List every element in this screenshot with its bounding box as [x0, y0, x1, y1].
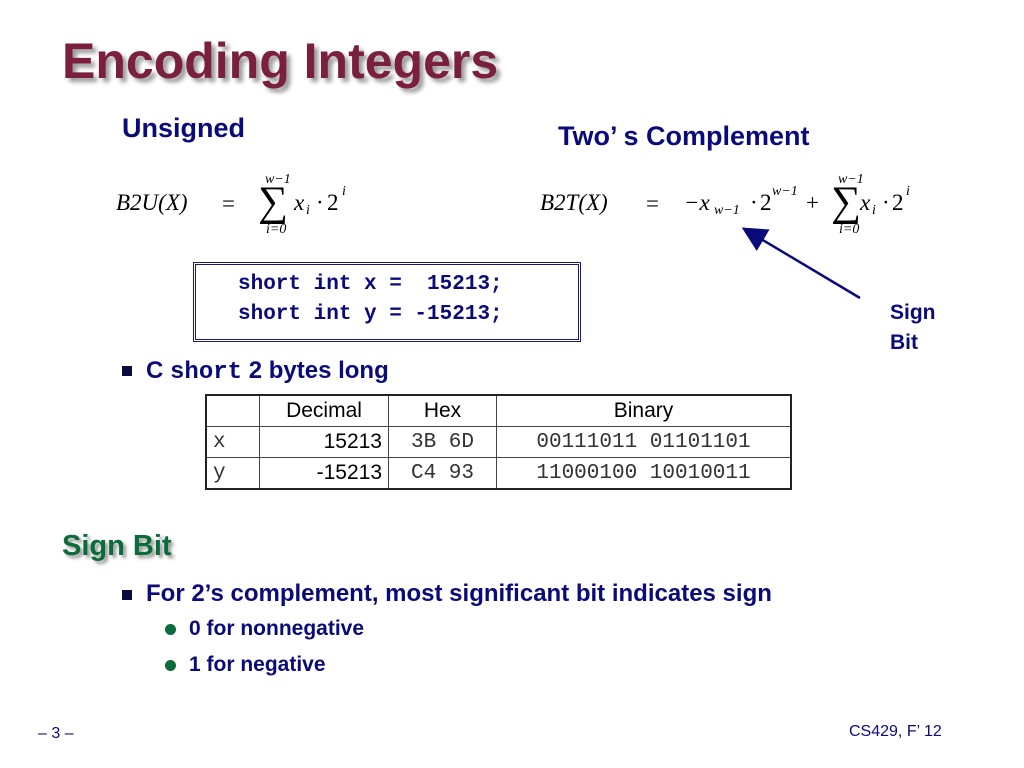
b2u-sum-lower: i=0	[266, 222, 287, 237]
bullet-c-short: C short 2 bytes long	[146, 357, 389, 386]
bullet-square	[122, 366, 132, 376]
table-cell-decimal: -15213	[259, 457, 389, 490]
b2u-sum-sigma: ∑	[258, 179, 288, 225]
table-cell-name: y	[205, 457, 260, 490]
b2u-x: x	[294, 190, 305, 215]
b2u-mult: ·	[316, 190, 324, 215]
b2u-equals: =	[222, 191, 235, 216]
b2t-plus: +	[806, 190, 819, 215]
table-cell-binary: 11000100 10010011	[496, 457, 792, 490]
table-cell-hex: 3B 6D	[388, 426, 497, 458]
table-cell-name: x	[205, 426, 260, 458]
table-header-hex: Hex	[388, 394, 497, 427]
table-row: x 15213 3B 6D 00111011 01101101	[205, 426, 792, 458]
sign-bit-arrow	[741, 227, 861, 300]
b2t-equals: =	[646, 191, 659, 216]
twos-complement-heading: Two’ s Complement	[558, 121, 810, 151]
b2t-lhs: B2T(X)	[540, 190, 608, 215]
code-line-1: short int x = 15213;	[238, 273, 503, 296]
b2t-mult-1: ·	[750, 190, 758, 215]
encoding-table: Decimal Hex Binary x 15213 3B 6D 0011101…	[205, 394, 792, 490]
b2u-two: 2	[327, 190, 339, 215]
page-number: – 3 –	[38, 725, 74, 742]
slide-title: Encoding Integers	[62, 33, 499, 89]
code-box: short int x = 15213; short int y = -1521…	[193, 262, 581, 342]
code-line-2: short int y = -15213;	[238, 303, 503, 326]
b2u-lhs: B2U(X)	[116, 190, 188, 215]
sub-bullet-nonnegative: 0 for nonnegative	[189, 617, 365, 640]
table-header-row: Decimal Hex Binary	[205, 394, 792, 427]
b2t-exp-1: w−1	[772, 184, 798, 199]
b2t-two-2: 2	[892, 190, 904, 215]
sign-bit-callout-line2: Bit	[890, 331, 918, 354]
b2t-x: x	[860, 190, 871, 215]
sub-bullet-negative: 1 for negative	[189, 653, 326, 676]
b2u-exp: i	[342, 184, 346, 199]
table-row: y -15213 C4 93 11000100 10010011	[205, 457, 792, 490]
sign-bit-heading: Sign Bit	[62, 530, 172, 562]
b2t-x-sub: i	[872, 203, 876, 218]
bullet-short-keyword: short	[170, 359, 243, 386]
b2u-x-sub: i	[306, 203, 310, 218]
table-cell-decimal: 15213	[259, 426, 389, 458]
table-header-blank	[205, 394, 260, 427]
table-header-binary: Binary	[496, 394, 792, 427]
sign-bit-bullet: For 2’s complement, most significant bit…	[146, 580, 772, 607]
b2t-two-1: 2	[760, 190, 772, 215]
table-header-decimal: Decimal	[259, 394, 389, 427]
b2t-sum-sigma: ∑	[831, 179, 861, 225]
b2t-exp-2: i	[906, 184, 910, 199]
b2t-neg-x: −x	[684, 190, 710, 215]
table-cell-binary: 00111011 01101101	[496, 426, 792, 458]
b2t-mult-2: ·	[882, 190, 890, 215]
sign-bit-callout-line1: Sign	[890, 301, 936, 324]
sub-bullet-dot	[165, 660, 176, 671]
table-cell-hex: C4 93	[388, 457, 497, 490]
b2t-neg-sub: w−1	[714, 203, 740, 218]
b2t-sum-lower: i=0	[839, 222, 860, 237]
b2t-sum-upper: w−1	[838, 172, 864, 187]
bullet-c-suffix: 2 bytes long	[248, 357, 389, 384]
sub-bullet-dot	[165, 624, 176, 635]
bullet-square	[122, 590, 132, 600]
b2u-sum-upper: w−1	[265, 172, 291, 187]
unsigned-heading: Unsigned	[122, 113, 246, 143]
sign-bit-callout: Sign Bit	[890, 298, 936, 358]
course-footer: CS429, F’ 12	[849, 723, 942, 740]
bullet-c-prefix: C	[146, 357, 164, 384]
